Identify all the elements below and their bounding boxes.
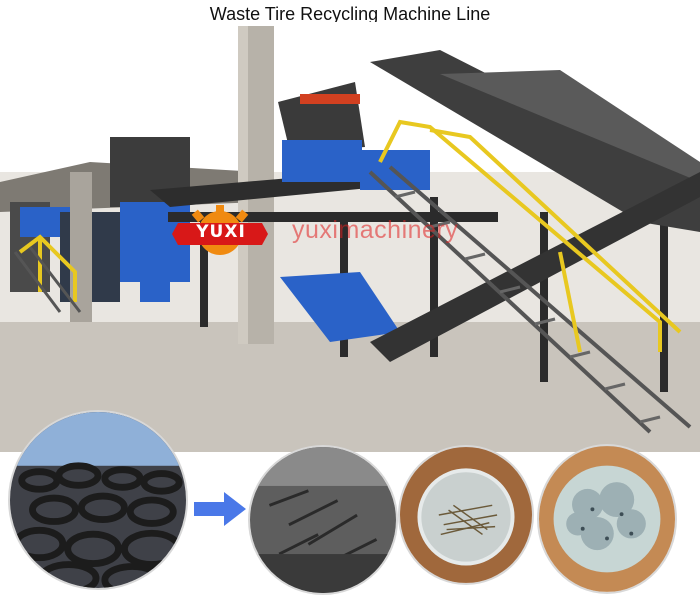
yuxi-logo (172, 205, 268, 255)
fiber-photo (537, 444, 677, 594)
page-title: Waste Tire Recycling Machine Line (209, 4, 491, 24)
steel-wire-photo (398, 445, 534, 585)
arrow-right-icon (194, 492, 246, 526)
machine-line-photo (0, 22, 700, 452)
logo-text: YUXI (196, 222, 246, 242)
watermark-text: yuximachinery (292, 216, 459, 244)
waste-tires-photo (8, 410, 188, 590)
shredded-rubber-photo (248, 445, 398, 595)
